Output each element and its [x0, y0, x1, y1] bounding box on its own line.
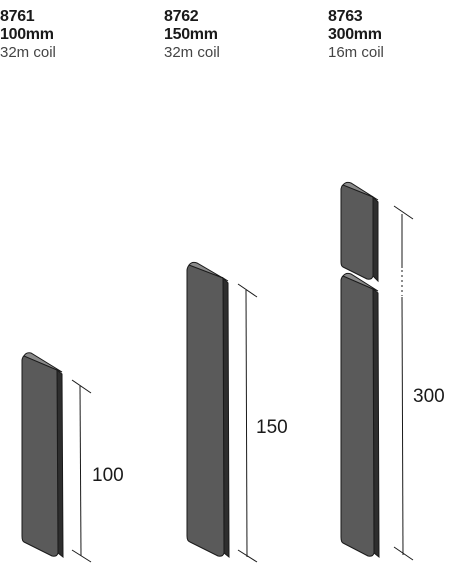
dimension-300: 300 — [393, 205, 445, 561]
product-coil-length: 32m coil — [0, 44, 56, 61]
dimension-tick — [237, 283, 258, 298]
product-code: 8762 — [164, 8, 199, 25]
product-8761: 8761 100mm 32m coil — [0, 8, 56, 62]
dimension-line — [245, 289, 248, 558]
dimension-label: 300 — [413, 386, 445, 407]
dimension-100: 100 — [71, 379, 124, 563]
dimension-tick — [393, 205, 414, 220]
strip-face — [186, 263, 225, 557]
strip-edge — [372, 195, 379, 283]
strip-top-edge — [188, 261, 229, 282]
strip-100mm — [21, 352, 64, 559]
dimension-line — [79, 385, 82, 557]
strip-150mm — [186, 261, 230, 559]
dimension-150: 150 — [237, 283, 288, 563]
product-coil-length: 16m coil — [328, 44, 384, 61]
dimension-label: 150 — [256, 417, 288, 438]
product-8763: 8763 300mm 16m coil — [328, 8, 384, 62]
strip-300mm-lower — [340, 272, 380, 559]
product-8762: 8762 150mm 32m coil — [164, 8, 220, 62]
product-size: 300mm — [328, 26, 382, 43]
dimension-tick — [71, 379, 92, 394]
strip-300mm-upper — [340, 181, 379, 283]
strip-top-edge — [342, 181, 379, 201]
product-code: 8761 — [0, 8, 35, 25]
strip-face — [21, 353, 59, 557]
dimension-line — [401, 296, 404, 556]
product-code: 8763 — [328, 8, 363, 25]
strip-face — [340, 183, 374, 280]
product-size: 100mm — [0, 26, 54, 43]
product-size: 150mm — [164, 26, 218, 43]
product-coil-length: 32m coil — [164, 44, 220, 61]
dimension-label: 100 — [92, 465, 124, 486]
strip-top-edge — [342, 272, 379, 292]
dimension-tick — [71, 549, 92, 563]
dimension-tick — [237, 549, 258, 563]
strip-top-edge — [23, 352, 63, 373]
dimension-tick — [393, 546, 414, 561]
strip-face — [340, 274, 375, 557]
